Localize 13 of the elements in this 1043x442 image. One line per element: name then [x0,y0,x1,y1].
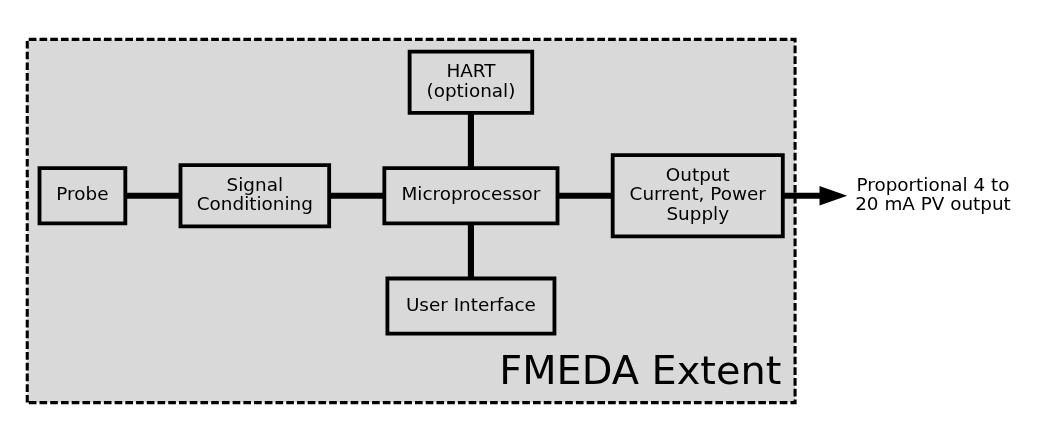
node-text: Proportional 4 to 20 mA PV output [855,173,1011,215]
connector [467,113,474,168]
connector [467,223,474,279]
connector [329,192,385,199]
node-box: Output Current, Power Supply [610,153,785,239]
node-box: Microprocessor [382,166,560,226]
connector [557,192,612,199]
node-box: User Interface [385,276,557,336]
arrow [783,186,848,206]
connector [125,192,180,199]
node-box: Signal Conditioning [178,163,332,229]
node-box: HART (optional) [407,49,535,115]
node-box: Probe [37,166,128,226]
